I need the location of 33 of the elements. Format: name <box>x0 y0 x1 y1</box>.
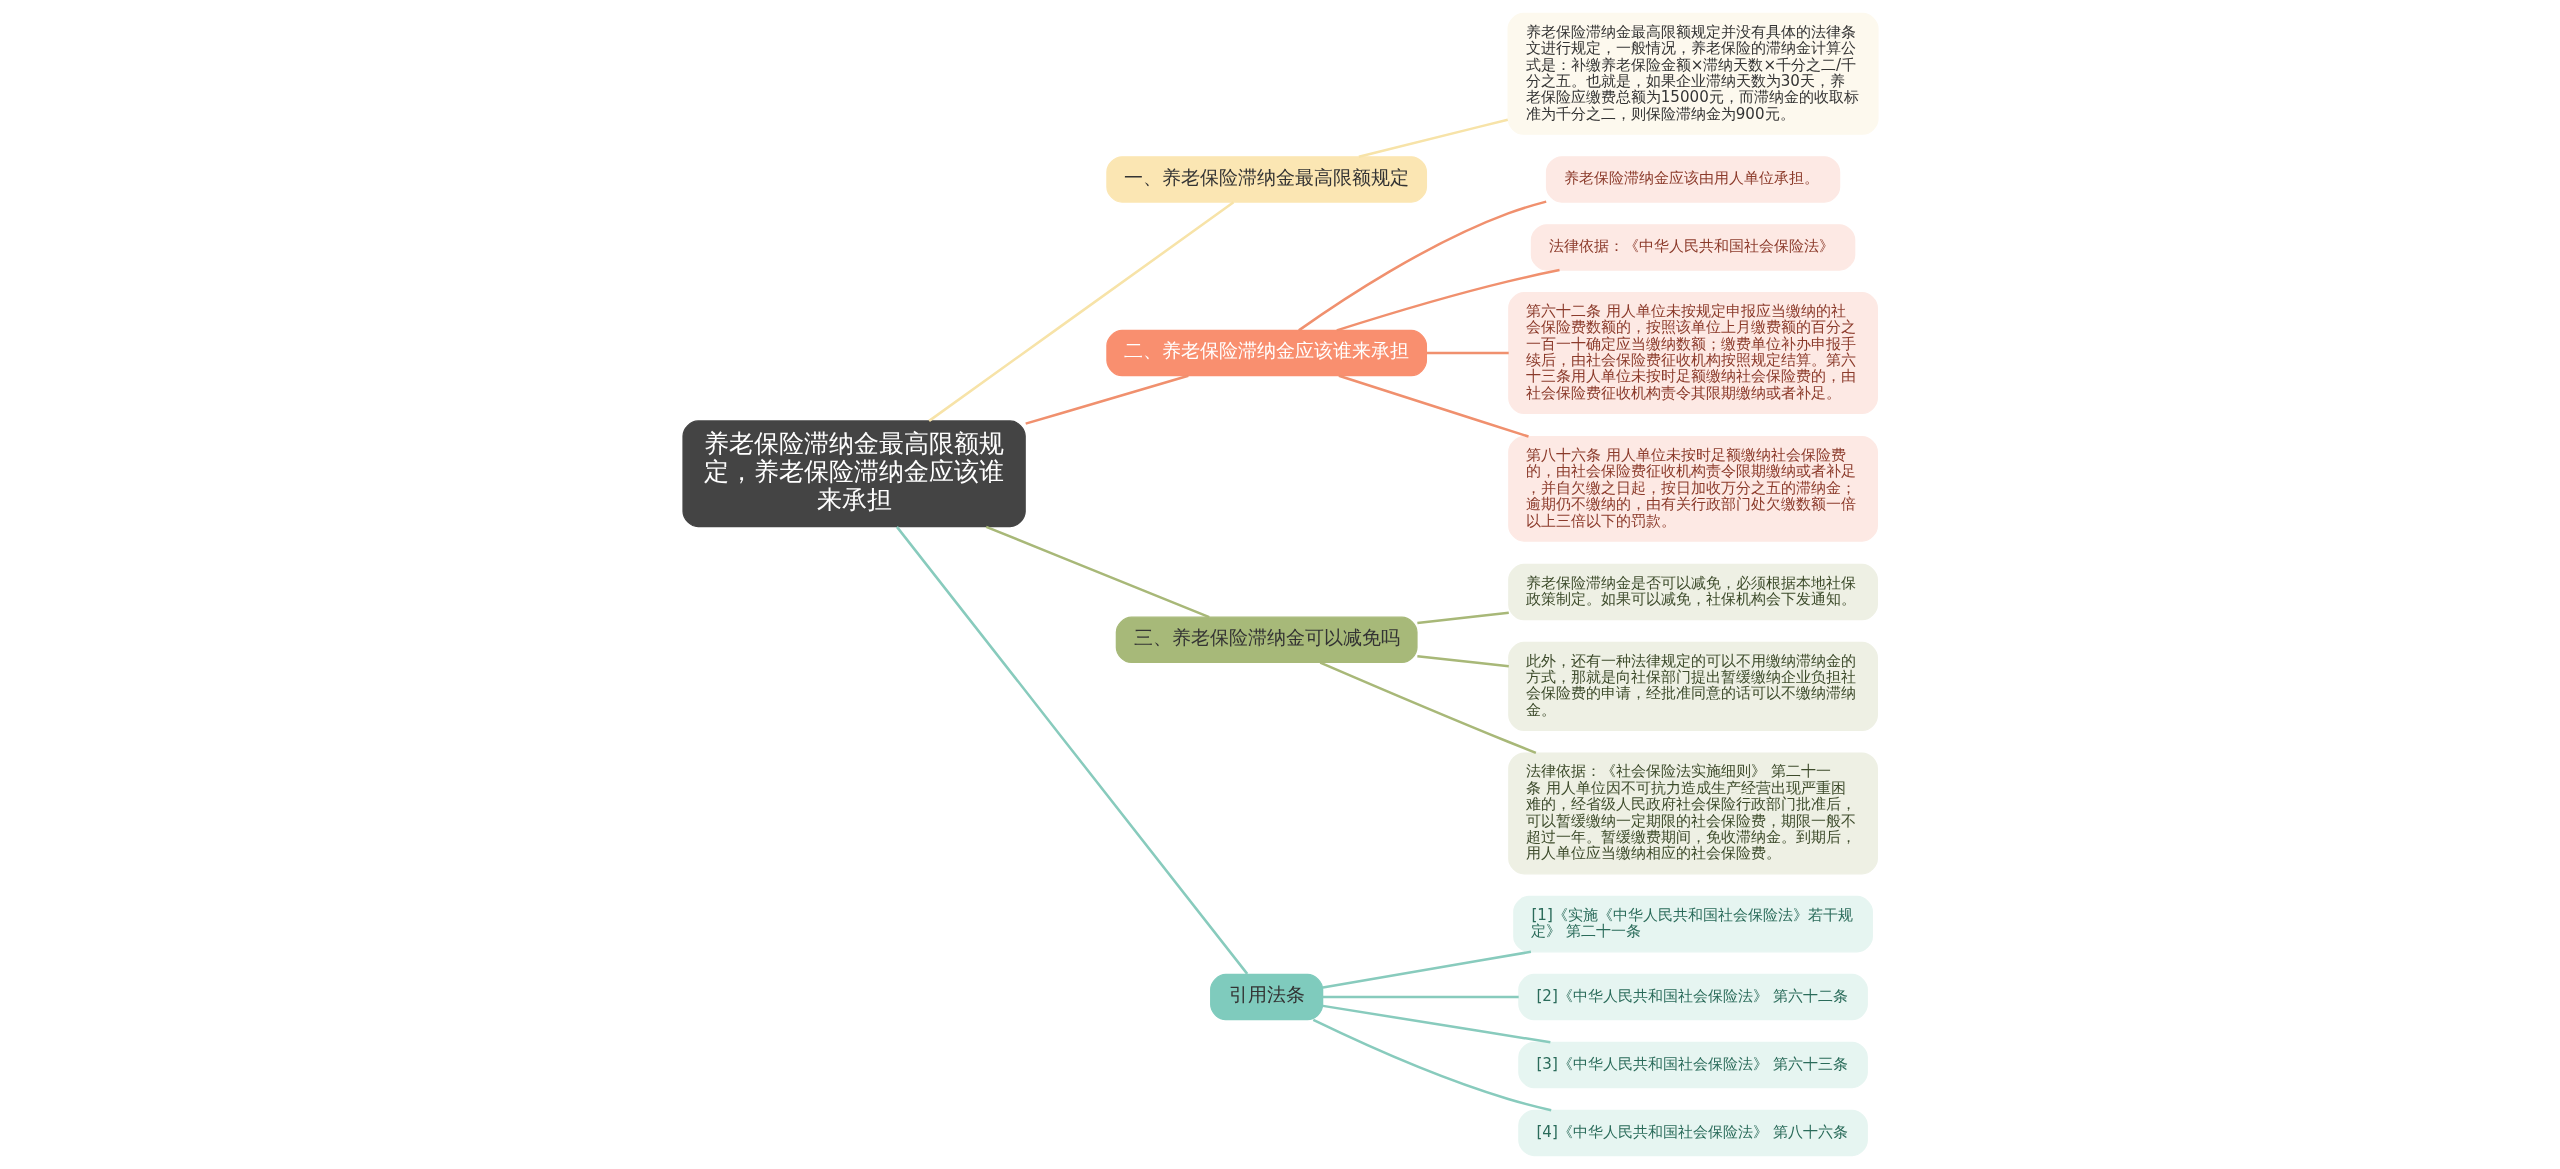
connector <box>985 525 1210 619</box>
connector <box>1416 655 1509 668</box>
connector <box>1426 351 1509 355</box>
node-box: 第八十六条 用人单位未按时足额缴纳社会保险费的，由社会保险费征收机构责令限期缴纳或者补足，并自欠缴之日起，按日加收万分之五的滞纳金；逾期仍不缴纳的，由有关行政部门处欠缴数额一倍以上三倍以下的罚款。 <box>1507 436 1878 542</box>
connector <box>927 201 1234 422</box>
connector <box>1335 268 1560 332</box>
connector <box>895 526 1248 975</box>
node-box: [2]《中华人民共和国社会保险法》 第六十二条 <box>1517 973 1868 1021</box>
node-box: 此外，还有一种法律规定的可以不用缴纳滞纳金的方式，那就是向社保部门提出暂缓缴纳企业负担社会保险费的申请，经批准同意的话可以不缴纳滞纳金。 <box>1507 641 1878 732</box>
node-box: 引用法条 <box>1209 973 1323 1021</box>
node-box: 一、养老保险滞纳金最高限额规定 <box>1105 156 1427 203</box>
connector <box>1322 1004 1551 1044</box>
node-box: 养老保险滞纳金最高限额规定，养老保险滞纳金应该谁来承担 <box>681 420 1026 528</box>
connector <box>1297 200 1546 332</box>
connector <box>1312 1018 1551 1112</box>
node-box: 养老保险滞纳金是否可以减免，必须根据本地社保政策制定。如果可以减免，社保机构会下发通知。 <box>1507 563 1878 621</box>
node-box: [1]《实施《中华人民共和国社会保险法》若干规定》 第二十一条 <box>1512 895 1873 953</box>
connector <box>1358 118 1508 159</box>
connector <box>1338 374 1529 438</box>
connector <box>1416 611 1509 625</box>
connector <box>1322 995 1519 999</box>
node-box: 养老保险滞纳金应该由用人单位承担。 <box>1545 156 1840 203</box>
node-box: [4]《中华人民共和国社会保险法》 第八十六条 <box>1517 1109 1868 1157</box>
connector <box>1319 661 1536 755</box>
node-box: 三、养老保险滞纳金可以减免吗 <box>1115 616 1418 664</box>
node-box: 二、养老保险滞纳金应该谁来承担 <box>1105 329 1427 377</box>
node-box: 养老保险滞纳金最高限额规定并没有具体的法律条文进行规定，一般情况，养老保险的滞纳金计算公式是：补缴养老保险金额×滞纳天数×千分之二/千分之五。也就是，如果企业滞纳天数为30天，养老保险应缴费总额为15000元，而滞纳金的收取标准为千分之二，则保险滞纳金为900元。 <box>1507 12 1879 135</box>
connector <box>1322 950 1531 989</box>
node-box: 法律依据：《社会保险法实施细则》 第二十一条 用人单位因不可抗力造成生产经营出现严重困难的，经省级人民政府社会保险行政部门批准后，可以暂缓缴纳一定期限的社会保险费，期限一般不超过一年。暂缓缴费期间，免收滞纳金。到期后，用人单位应当缴纳相应的社会保险费。 <box>1507 752 1878 875</box>
node-box: [3]《中华人民共和国社会保险法》 第六十三条 <box>1517 1041 1868 1089</box>
node-box: 第六十二条 用人单位未按规定申报应当缴纳的社会保险费数额的，按照该单位上月缴费额的百分之一百一十确定应当缴纳数额；缴费单位补办申报手续后，由社会保险费征收机构按照规定结算。第六十三条用人单位未按时足额缴纳社会保险费的，由社会保险费征收机构责令其限期缴纳或者补足。 <box>1507 292 1878 415</box>
node-box: 法律依据：《中华人民共和国社会保险法》 <box>1530 224 1855 271</box>
connector <box>1024 374 1189 425</box>
